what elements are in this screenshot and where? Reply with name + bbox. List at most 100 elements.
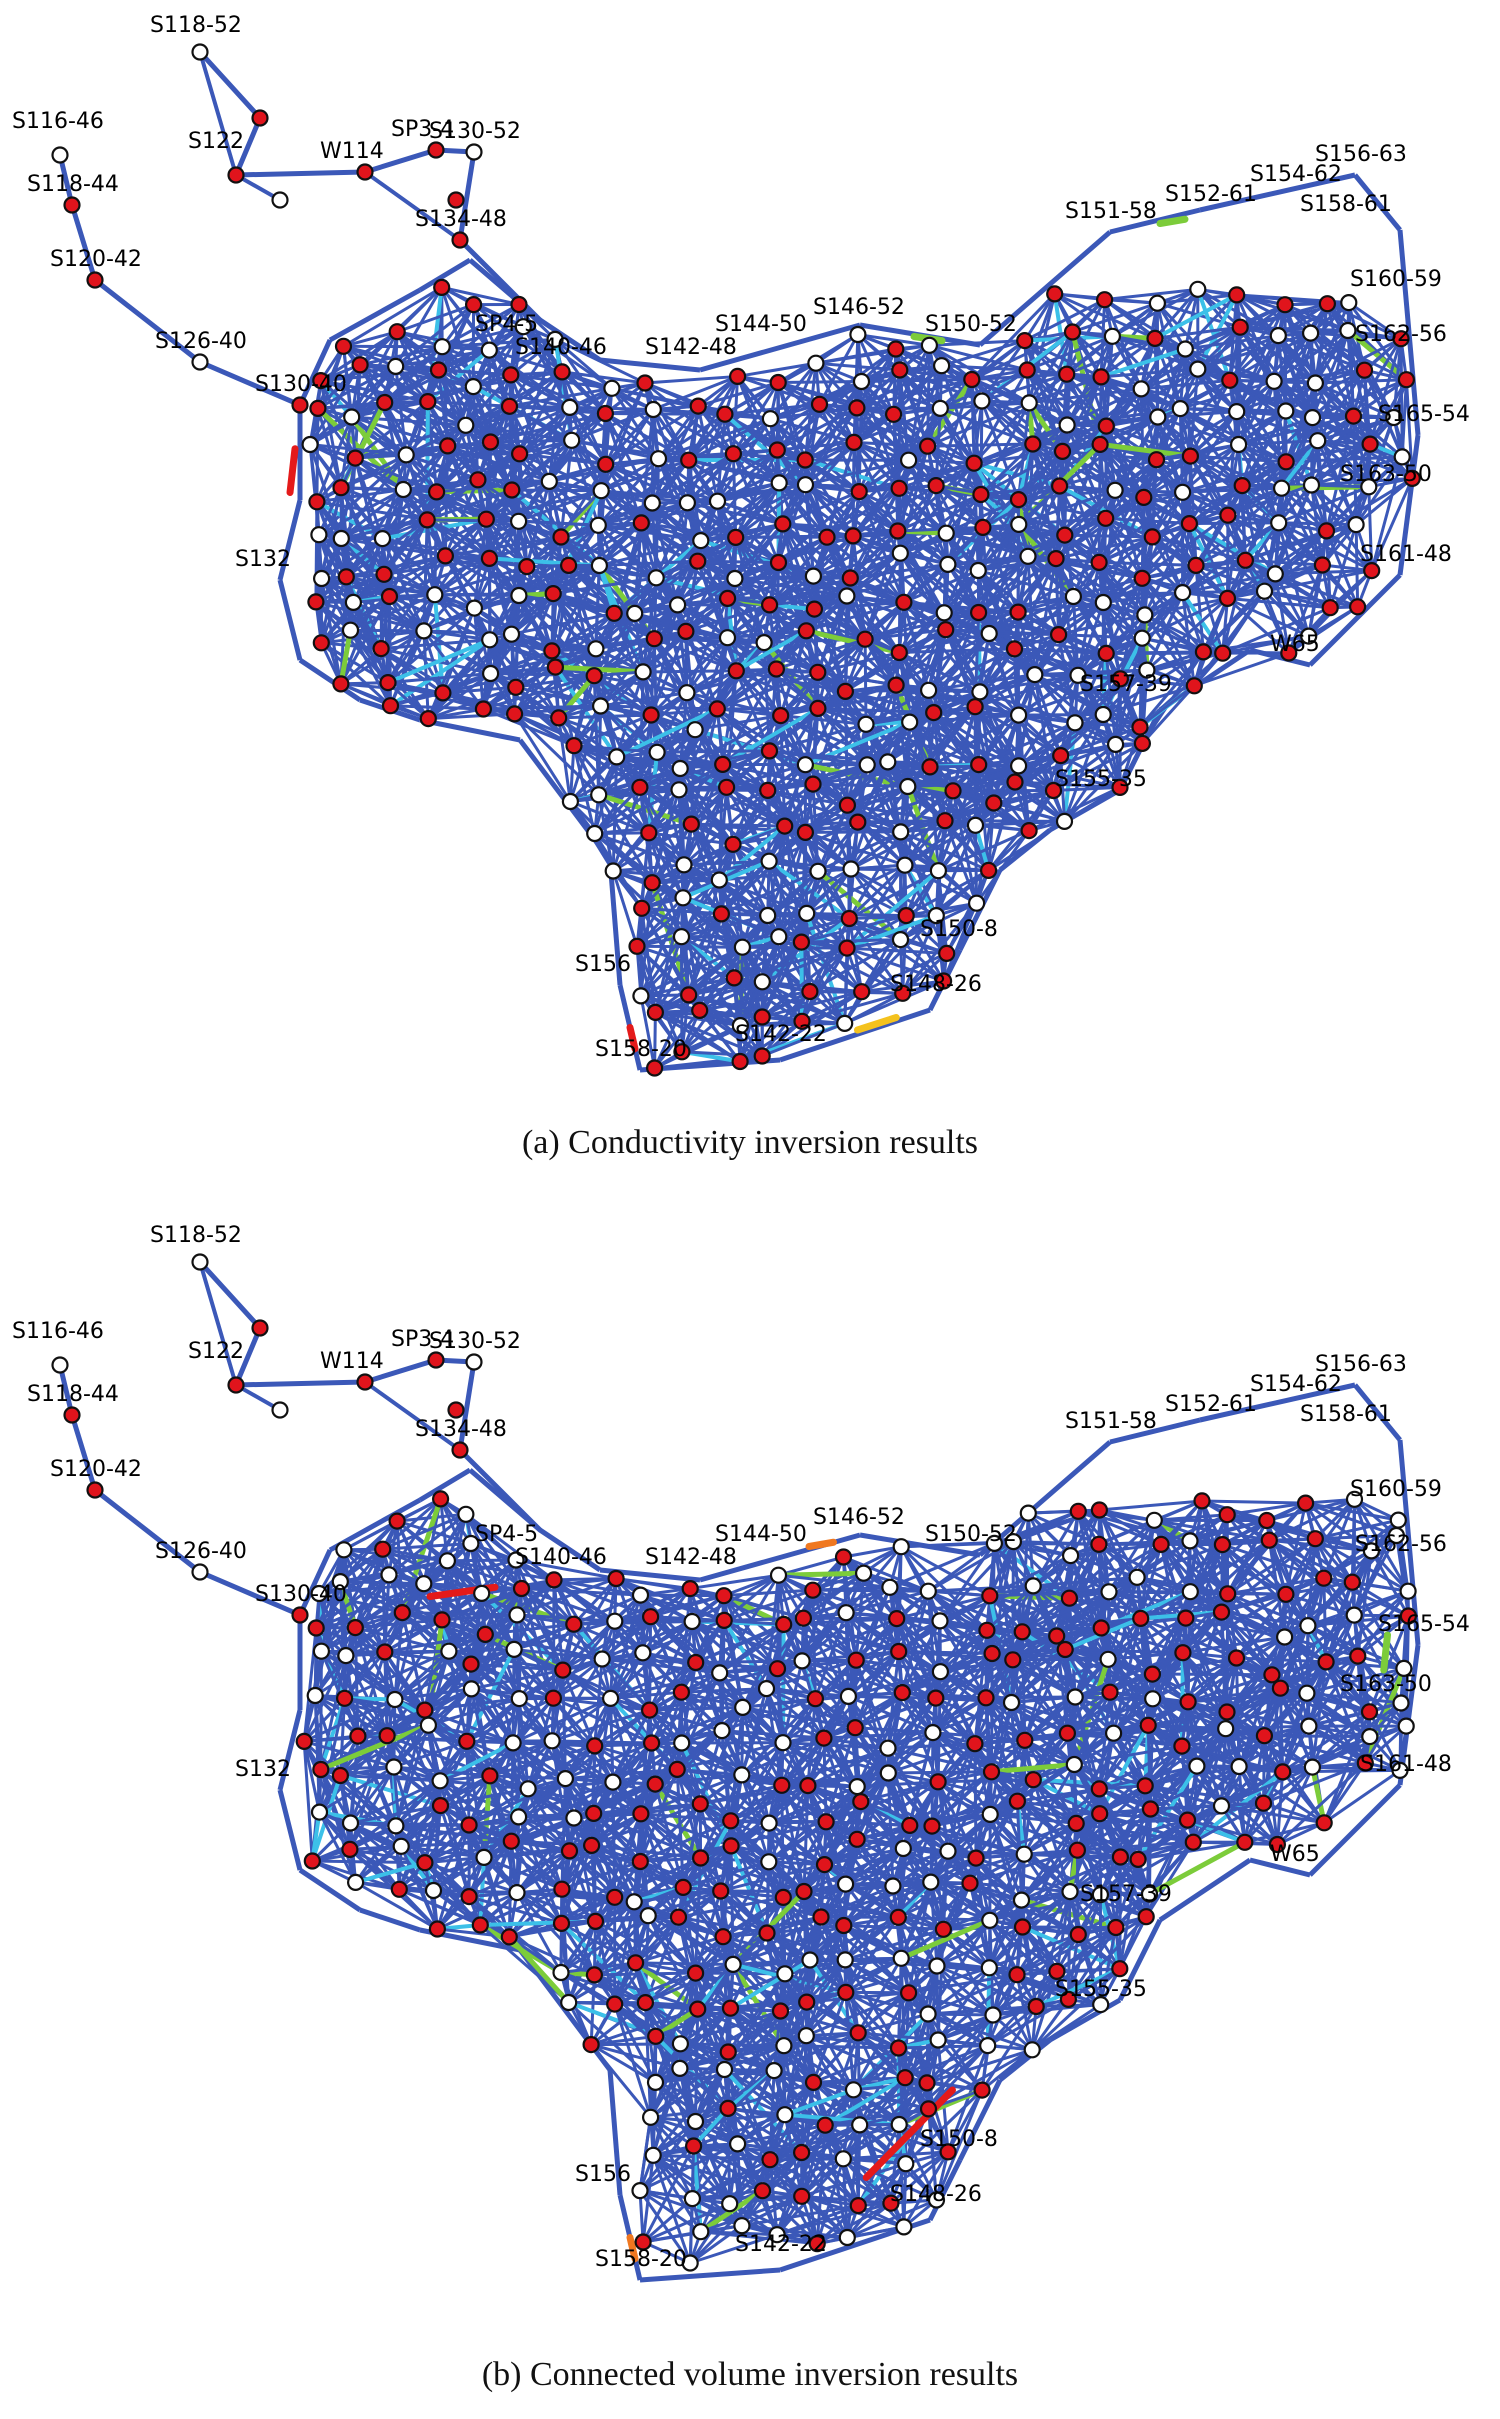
producer-well-node: [380, 587, 399, 606]
producer-well-node: [1397, 371, 1416, 389]
well-label: S161-48: [1360, 542, 1452, 567]
connection-edge: [1099, 336, 1157, 379]
connection-edge: [381, 1512, 468, 1551]
connection-edge: [471, 337, 557, 389]
injector-well-node: [1301, 324, 1320, 342]
connection-edge: [556, 673, 597, 721]
connection-edge: [684, 629, 738, 673]
connection-edge: [1221, 634, 1311, 655]
connection-edge: [612, 559, 700, 615]
connection-edge: [651, 374, 740, 411]
producer-well-node: [1146, 329, 1164, 347]
producer-well-node: [727, 528, 745, 547]
connection-edge: [1139, 367, 1200, 391]
injector-well-node: [634, 663, 652, 681]
injector-well-node: [632, 987, 650, 1005]
injector-well-node: [710, 871, 728, 889]
injector-well-node: [852, 372, 871, 391]
connection-edge: [1262, 589, 1291, 655]
producer-well-node: [559, 556, 578, 575]
connection-edge: [650, 452, 735, 505]
tail-edge: [233, 1379, 368, 1388]
injector-well-node: [932, 357, 951, 375]
producer-well-node: [1348, 598, 1367, 616]
connection-edge: [856, 784, 910, 824]
well-label: S156: [575, 952, 631, 977]
connection-edge: [1192, 596, 1230, 688]
connection-edge: [611, 822, 693, 873]
producer-well-node: [86, 271, 104, 289]
connection-edge: [513, 712, 601, 797]
connection-edge: [973, 823, 979, 905]
producer-well-node: [1133, 734, 1152, 753]
connection-edge: [760, 935, 781, 1019]
connection-edge: [926, 401, 1031, 448]
connection-edge: [487, 523, 600, 560]
producer-well-node: [251, 109, 269, 127]
producer-well-node: [673, 1043, 691, 1061]
well-label: S148-26: [890, 972, 982, 997]
connection-edge: [927, 343, 1029, 372]
connection-edge: [1354, 476, 1414, 527]
connection-edge: [436, 368, 513, 377]
producer-well-node: [447, 191, 465, 209]
connection-edge: [1354, 455, 1404, 527]
connection-edge: [1150, 484, 1244, 539]
producer-well-node: [849, 813, 867, 831]
connection-edge: [489, 412, 607, 444]
injector-well-node: [590, 556, 609, 575]
producer-well-node: [1111, 778, 1129, 797]
producer-well-node: [850, 483, 868, 501]
producer-well-node: [760, 596, 779, 614]
connection-edge: [1113, 454, 1192, 492]
injector-well-node: [1269, 327, 1287, 345]
producer-well-node: [632, 514, 650, 532]
injector-well-node: [726, 569, 744, 588]
connection-edge: [319, 379, 387, 404]
connection-edge: [1153, 325, 1242, 340]
connection-edge: [1316, 439, 1414, 480]
connection-edge: [315, 456, 357, 504]
connection-edge: [1284, 1501, 1308, 1596]
connection-edge: [975, 829, 1031, 905]
connection-edge: [653, 993, 691, 1070]
connection-edge: [592, 674, 697, 732]
injector-well-node: [671, 759, 689, 778]
injector-well-node: [1026, 665, 1044, 684]
producer-well-node: [1046, 285, 1064, 303]
producer-well-node: [376, 393, 394, 412]
connection-edge: [734, 628, 809, 673]
connection-edge: [387, 554, 447, 598]
connection-edge: [1188, 409, 1288, 458]
connection-edge: [860, 951, 949, 994]
boundary-edge: [328, 287, 422, 343]
connection-edge: [319, 629, 426, 645]
connection-edge: [653, 980, 764, 1014]
connection-edge: [553, 337, 614, 390]
producer-well-node: [1020, 821, 1038, 840]
connection-edge: [804, 458, 911, 487]
connection-edge: [732, 946, 849, 980]
connection-edge: [319, 641, 390, 685]
connection-edge: [698, 980, 764, 1012]
boundary-edge: [957, 2078, 1003, 2162]
connection-edge: [1243, 558, 1324, 567]
connection-edge: [944, 492, 983, 535]
producer-well-node: [853, 983, 871, 1001]
connection-edge: [906, 764, 1021, 788]
producer-well-node: [346, 449, 364, 467]
connection-edge: [472, 565, 529, 610]
connection-edge: [847, 917, 905, 995]
producer-well-node: [1095, 291, 1114, 309]
well-label: SP4-5: [475, 312, 538, 337]
connection-edge: [1243, 523, 1358, 562]
producer-well-node: [927, 477, 945, 495]
well-label: S130-52: [429, 119, 521, 144]
connection-edge: [723, 361, 818, 416]
producer-well-node: [1318, 295, 1337, 313]
well-label: S154-62: [1250, 162, 1342, 187]
injector-well-node: [675, 856, 693, 874]
producer-well-node: [1091, 435, 1109, 453]
injector-well-node: [1069, 666, 1087, 684]
connection-edge: [898, 368, 974, 381]
